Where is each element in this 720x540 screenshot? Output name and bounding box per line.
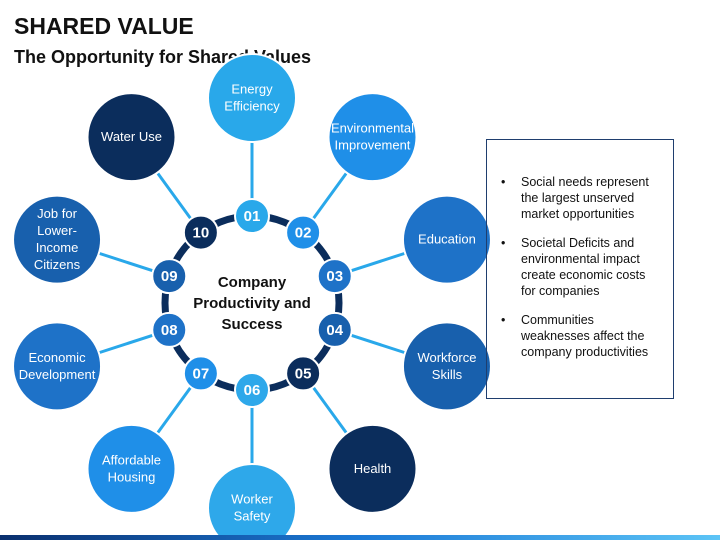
connector-line: [311, 171, 348, 220]
number-label: 08: [161, 322, 178, 339]
node-circle: [327, 423, 418, 514]
bullet-item: Social needs represent the largest unser…: [501, 174, 663, 222]
number-badge: [285, 355, 322, 392]
connector-line: [156, 171, 193, 220]
number-label: 04: [326, 322, 343, 339]
number-label: 02: [295, 225, 312, 242]
number-badge: [182, 214, 219, 251]
node-circle: [86, 423, 177, 514]
node-label: Lower-: [37, 223, 77, 238]
node-label: Education: [418, 232, 476, 247]
node-label: Efficiency: [224, 99, 280, 114]
number-badge: [316, 311, 353, 348]
center-label: Success: [222, 316, 283, 333]
node-circle: [12, 194, 103, 285]
number-label: 03: [326, 268, 343, 285]
connector-line: [98, 251, 154, 273]
node-label: Environmental: [331, 121, 414, 136]
node-label: Citizens: [34, 257, 81, 272]
node-circle: [12, 321, 103, 412]
node-label: Water Use: [101, 129, 162, 144]
node-label: Improvement: [335, 138, 411, 153]
number-badge: [182, 355, 219, 392]
page-title: SHARED VALUE: [14, 13, 194, 39]
node-label: Energy: [231, 82, 273, 97]
node-circle: [207, 53, 297, 143]
node-label: Workforce: [417, 350, 476, 365]
connector-line: [350, 251, 406, 273]
bullet-item: Societal Deficits and environmental impa…: [501, 235, 663, 299]
number-badge: [151, 258, 188, 295]
node-circle: [86, 92, 177, 183]
number-badge: [234, 198, 270, 234]
number-badge: [316, 258, 353, 295]
node-circle: [207, 463, 297, 540]
number-badge: [234, 372, 270, 408]
node-label: Skills: [432, 367, 463, 382]
number-label: 07: [193, 365, 210, 382]
node-label: Development: [19, 367, 96, 382]
number-label: 06: [244, 382, 261, 399]
node-circle: [401, 194, 492, 285]
number-label: 01: [244, 208, 261, 225]
bullet-item: Communities weaknesses affect the compan…: [501, 312, 663, 360]
info-box: Social needs represent the largest unser…: [486, 139, 674, 399]
node-circle: [401, 321, 492, 412]
number-label: 05: [295, 365, 312, 382]
connector-line: [156, 386, 193, 435]
number-badge: [285, 214, 322, 251]
connector-line: [311, 386, 348, 435]
center-label: Productivity and: [193, 295, 311, 312]
center-label: Company: [218, 274, 287, 291]
node-label: Income: [36, 240, 79, 255]
bottom-gradient-bar: [0, 535, 720, 540]
connector-line: [98, 333, 154, 355]
node-label: Job for: [37, 206, 77, 221]
connector-line: [350, 333, 406, 355]
node-label: Housing: [108, 469, 156, 484]
node-label: Safety: [234, 509, 271, 524]
bullet-list: Social needs represent the largest unser…: [487, 140, 673, 360]
node-label: Health: [354, 461, 392, 476]
number-badge: [151, 311, 188, 348]
node-label: Affordable: [102, 452, 161, 467]
node-circle: [327, 92, 418, 183]
node-label: Economic: [28, 350, 86, 365]
number-label: 09: [161, 268, 178, 285]
number-label: 10: [193, 225, 210, 242]
node-label: Worker: [231, 492, 273, 507]
